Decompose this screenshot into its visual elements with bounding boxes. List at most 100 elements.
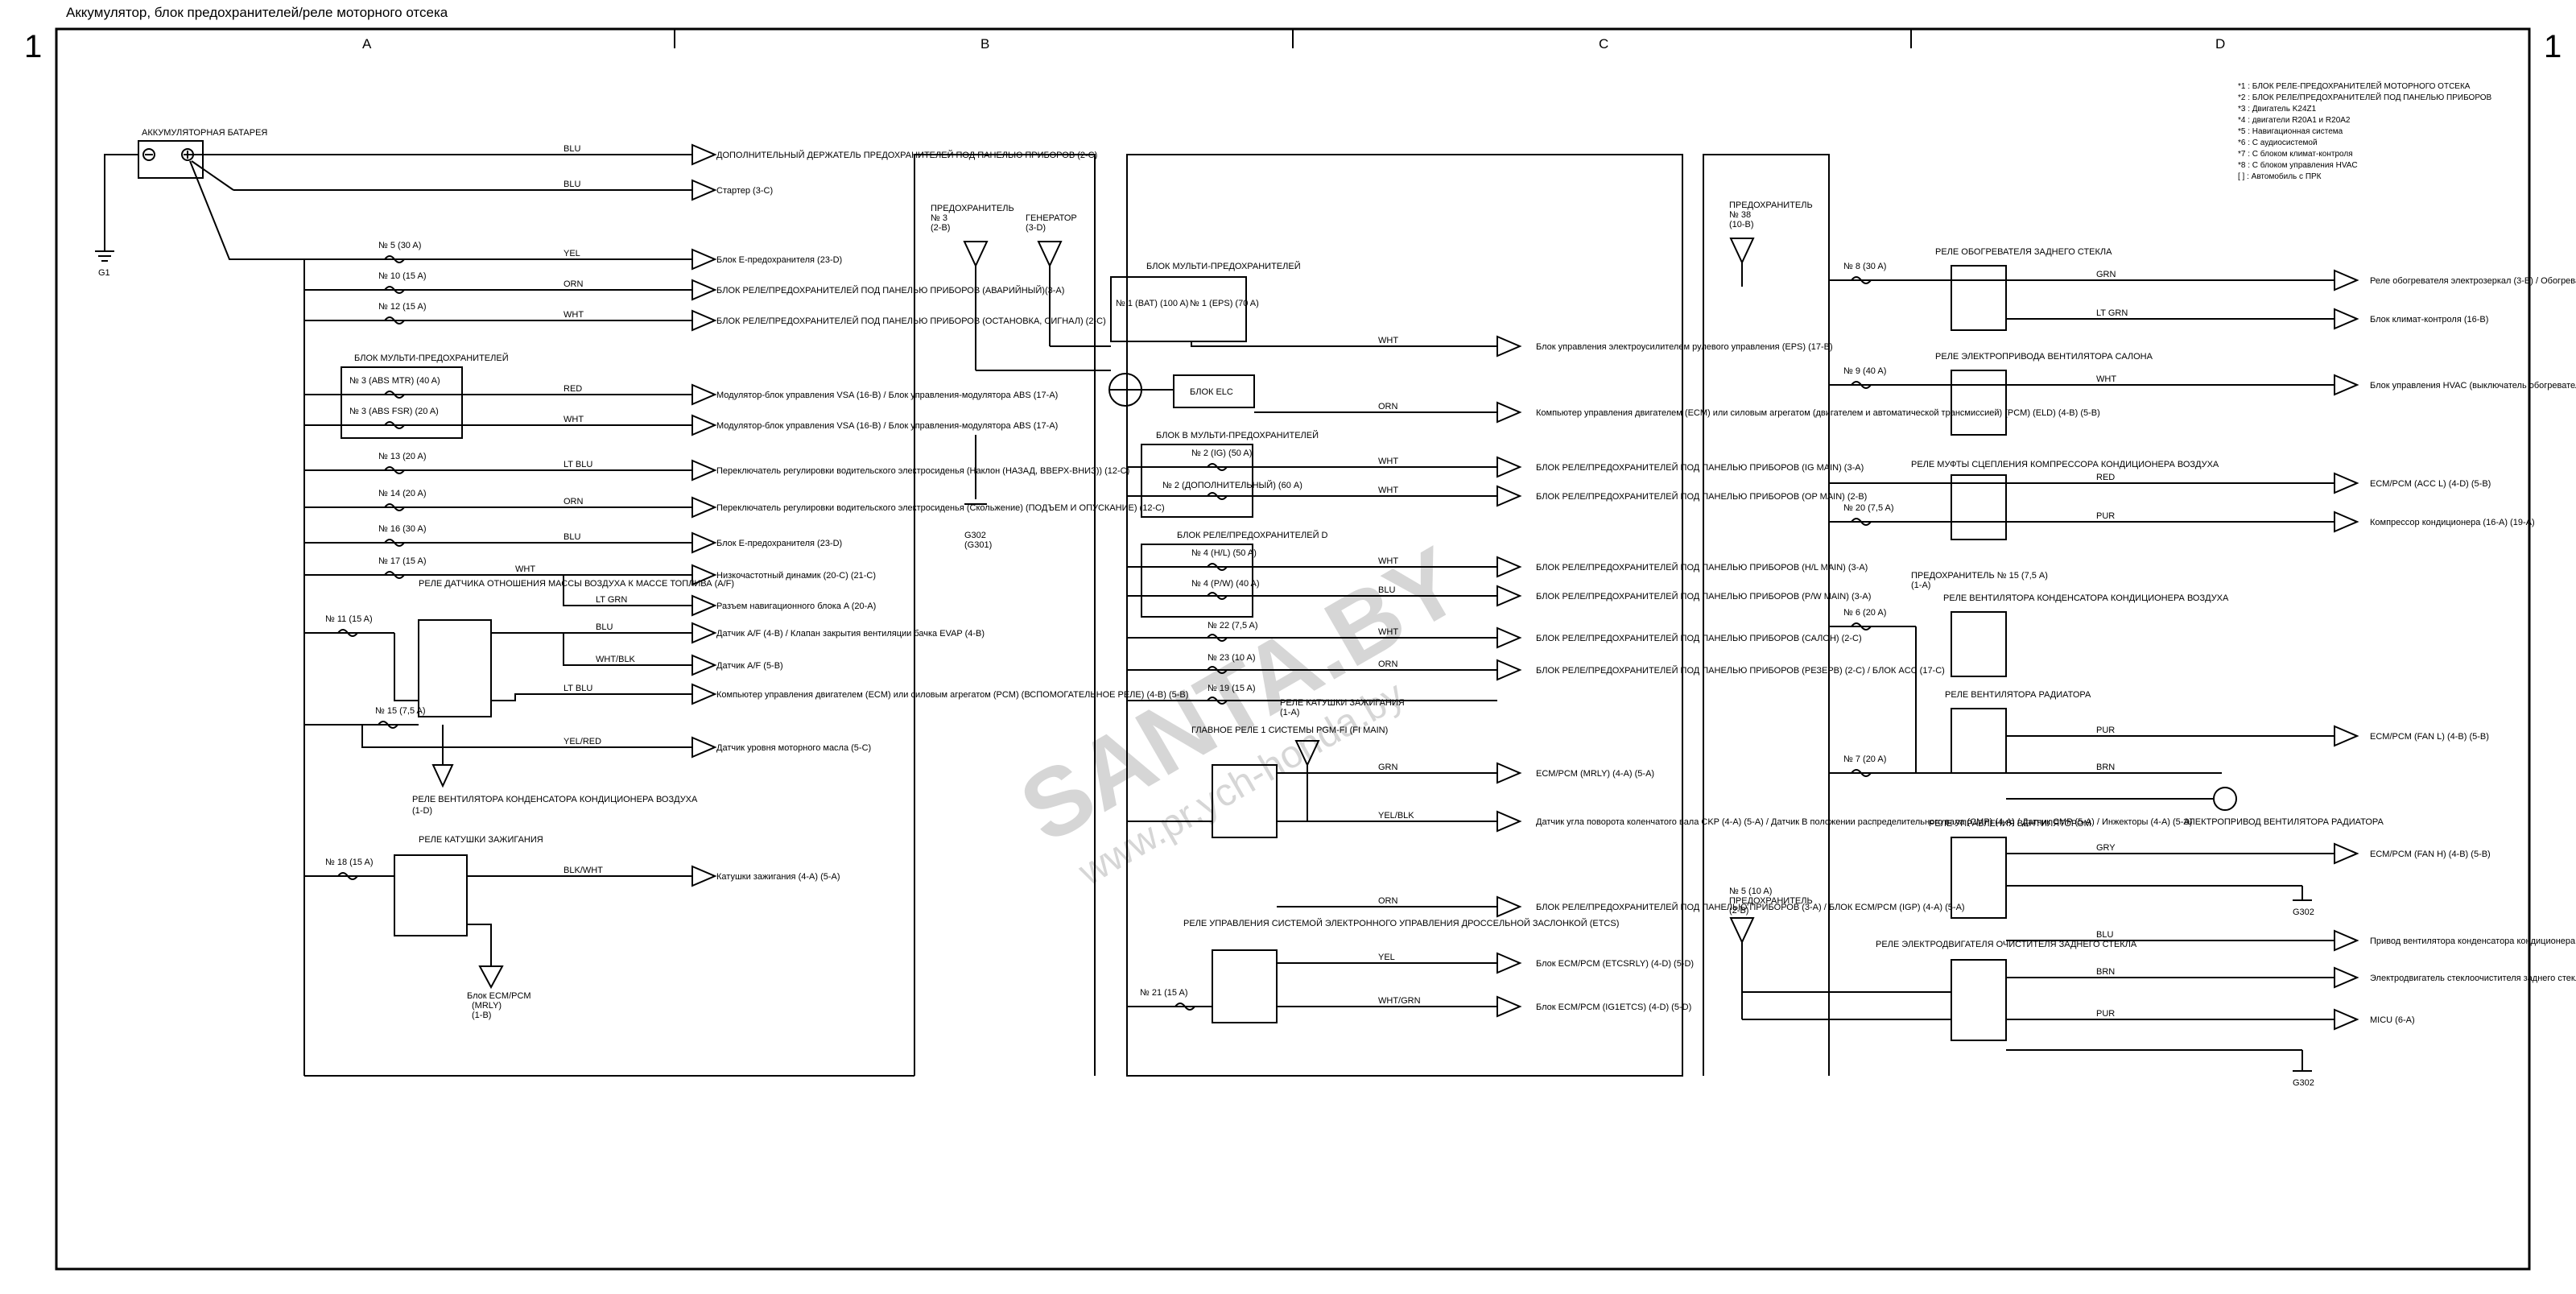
- note-1: *2 : БЛОК РЕЛЕ/ПРЕДОХРАНИТЕЛЕЙ ПОД ПАНЕЛ…: [2238, 92, 2492, 102]
- wire-d-3-label: ECM/PCM (ACC L) (4-D) (5-B): [2370, 479, 2491, 489]
- wire-a-3-color: ORN: [564, 279, 584, 289]
- wire-a-4-label: БЛОК РЕЛЕ/ПРЕДОХРАНИТЕЛЕЙ ПОД ПАНЕЛЬЮ ПР…: [716, 316, 1106, 326]
- wire-c-11-color: YEL: [1378, 953, 1395, 962]
- fuse3-label: ПРЕДОХРАНИТЕЛЬ: [931, 204, 1014, 213]
- fuse15-label: ПРЕДОХРАНИТЕЛЬ № 15 (7,5 A): [1911, 571, 2048, 581]
- ign-relay-label-a: РЕЛЕ КАТУШКИ ЗАЖИГАНИЯ: [419, 835, 543, 845]
- g1-label: G1: [98, 268, 110, 278]
- wire-d-9-label: Электродвигатель стеклоочистителя заднег…: [2370, 974, 2576, 983]
- wire-d-10-color: PUR: [2096, 1009, 2115, 1019]
- column-d: D: [2215, 36, 2225, 52]
- note-6: *7 : С блоком климат-контроля: [2238, 149, 2353, 159]
- wire-a-1-color: BLU: [564, 180, 580, 189]
- maf-relay-label: РЕЛЕ ДАТЧИКА ОТНОШЕНИЯ МАССЫ ВОЗДУХА К М…: [419, 579, 734, 589]
- wire-a-11-label: Разъем навигационного блока A (20-A): [716, 602, 876, 611]
- wire-d-4-label: Компрессор кондиционера (16-A) (19-A): [2370, 518, 2535, 527]
- fuse-c4b: № 4 (P/W) (40 A): [1191, 579, 1260, 589]
- g302-ref: (G301): [964, 540, 992, 550]
- multi-fuse-box-c: [1110, 276, 1247, 342]
- g302b-label: G302: [2293, 1078, 2314, 1088]
- wire-c-2-color: WHT: [1378, 457, 1398, 466]
- wire-d-8-color: BLU: [2096, 930, 2113, 940]
- fuse-f5: № 5 (30 A): [378, 241, 421, 250]
- wire-a-6-color: WHT: [564, 415, 584, 424]
- page-number-right: 1: [2544, 29, 2562, 64]
- fuse-c23: № 23 (10 A): [1208, 653, 1256, 663]
- fuse38-ref: (10-B): [1729, 220, 1754, 229]
- wire-c-7-color: ORN: [1378, 659, 1398, 669]
- wire-a-12-color: BLU: [596, 622, 613, 632]
- etcs-relay-label: РЕЛЕ УПРАВЛЕНИЯ СИСТЕМОЙ ЭЛЕКТРОННОГО УП…: [1183, 918, 1619, 928]
- g302-label-d: G302: [2293, 907, 2314, 917]
- wire-a-15-label: Датчик уровня моторного масла (5-C): [716, 743, 871, 753]
- wire-a-5-color: RED: [564, 384, 582, 394]
- wire-d-1-label: Блок климат-контроля (16-B): [2370, 315, 2488, 325]
- wire-d-0-color: GRN: [2096, 270, 2116, 279]
- cond-fan-relay-label: РЕЛЕ ВЕНТИЛЯТОРА КОНДЕНСАТОРА КОНДИЦИОНЕ…: [1943, 593, 2229, 603]
- note-5: *6 : С аудиосистемой: [2238, 138, 2318, 147]
- wire-c-6-color: WHT: [1378, 627, 1398, 637]
- battery-label: АККУМУЛЯТОРНАЯ БАТАРЕЯ: [142, 128, 267, 138]
- fuse-d20: № 20 (7,5 A): [1843, 503, 1894, 513]
- wire-d-2-label: Блок управления HVAC (выключатель обогре…: [2370, 381, 2576, 391]
- wire-c-1-label: Компьютер управления двигателем (ECM) ил…: [1536, 408, 2100, 418]
- fuse-f15: № 15 (7,5 A): [375, 706, 426, 716]
- fuse-f3b: № 3 (ABS FSR) (20 A): [349, 407, 439, 416]
- ign-relay-a: [394, 854, 468, 936]
- fuse-f12: № 12 (15 A): [378, 302, 427, 312]
- ecm-box-label-2: (MRLY): [472, 1001, 502, 1011]
- multi-fuse-label-c: БЛОК МУЛЬТИ-ПРЕДОХРАНИТЕЛЕЙ: [1146, 261, 1301, 271]
- multi-fuse-b-label: БЛОК В МУЛЬТИ-ПРЕДОХРАНИТЕЛЕЙ: [1156, 430, 1319, 440]
- fuse-c2b: № 2 (ДОПОЛНИТЕЛЬНЫЙ) (60 A): [1162, 480, 1302, 490]
- elc-label: БЛОК ELC: [1190, 387, 1233, 397]
- rear-defrost-relay-label: РЕЛЕ ОБОГРЕВАТЕЛЯ ЗАДНЕГО СТЕКЛА: [1935, 247, 2112, 257]
- wires-c-labels: WHT Блок управления электроусилителем ру…: [1378, 336, 2192, 1012]
- wire-d-10-label: MICU (6-A): [2370, 1015, 2415, 1025]
- elc-box: [1173, 374, 1255, 408]
- wire-a-8-color: ORN: [564, 497, 584, 506]
- fuse-a-top: № 1 (BAT) (100 A): [1116, 299, 1188, 308]
- ac-fan-relay-label: РЕЛЕ ВЕНТИЛЯТОРА КОНДЕНСАТОРА КОНДИЦИОНЕ…: [412, 795, 698, 804]
- blower-relay-label: РЕЛЕ ЭЛЕКТРОПРИВОДА ВЕНТИЛЯТОРА САЛОНА: [1935, 352, 2153, 362]
- wire-a-8-label: Переключатель регулировки водительского …: [716, 503, 1165, 513]
- fuse-f16: № 16 (30 A): [378, 524, 427, 534]
- rad-fan-relay: [1951, 708, 2007, 774]
- multi-fuse-d-label: БЛОК РЕЛЕ/ПРЕДОХРАНИТЕЛЕЙ D: [1177, 530, 1328, 540]
- multi-fuse-label-a: БЛОК МУЛЬТИ-ПРЕДОХРАНИТЕЛЕЙ: [354, 353, 509, 363]
- section-a: [95, 140, 1096, 1077]
- wire-a-16-label: Катушки зажигания (4-A) (5-A): [716, 872, 840, 882]
- fuse-f11: № 11 (15 A): [325, 614, 373, 624]
- fuse3-no: № 3: [931, 213, 947, 223]
- note-8: [ ] : Автомобиль с ПРК: [2238, 172, 2322, 181]
- wire-a-2-label: Блок E-предохранителя (23-D): [716, 255, 842, 265]
- ign-coil-relay-ref: (1-A): [1280, 708, 1299, 717]
- note-7: *8 : С блоком управления HVAC: [2238, 160, 2358, 170]
- wire-c-7-label: БЛОК РЕЛЕ/ПРЕДОХРАНИТЕЛЕЙ ПОД ПАНЕЛЬЮ ПР…: [1536, 665, 1945, 676]
- fuse5-ref: (2-B): [1729, 906, 1748, 916]
- note-2: *3 : Двигатель K24Z1: [2238, 105, 2317, 114]
- wire-c-3-color: WHT: [1378, 486, 1398, 495]
- ign-coil-relay-label: РЕЛЕ КАТУШКИ ЗАЖИГАНИЯ: [1280, 698, 1405, 708]
- wiper-relay-label: РЕЛЕ ЭЛЕКТРОДВИГАТЕЛЯ ОЧИСТИТЕЛЯ ЗАДНЕГО…: [1876, 940, 2137, 949]
- fuse-f3a: № 3 (ABS MTR) (40 A): [349, 376, 440, 386]
- wire-a-16-color: BLK/WHT: [564, 866, 603, 875]
- rad-fan-relay-label: РЕЛЕ ВЕНТИЛЯТОРА РАДИАТОРА: [1945, 690, 2091, 700]
- wire-c-12-label: Блок ECM/PCM (IG1ETCS) (4-D) (5-D): [1536, 1003, 1691, 1012]
- fuse5-no: № 5 (10 A): [1729, 887, 1772, 896]
- section-a-labels: АККУМУЛЯТОРНАЯ БАТАРЕЯ G1 № 5 (30 A) № 1…: [98, 128, 734, 1020]
- cond-fan-relay: [1951, 611, 2007, 677]
- fuse-f10: № 10 (15 A): [378, 271, 427, 281]
- wire-c-0-color: WHT: [1378, 336, 1398, 345]
- blower-relay: [1951, 370, 2007, 436]
- wire-c-10-label: БЛОК РЕЛЕ/ПРЕДОХРАНИТЕЛЕЙ ПОД ПАНЕЛЬЮ ПР…: [1536, 902, 1965, 912]
- wire-a-14-color: LT BLU: [564, 684, 592, 693]
- wire-c-8-label: ECM/PCM (MRLY) (4-A) (5-A): [1536, 769, 1654, 779]
- wire-a-9-color: BLU: [564, 532, 580, 542]
- wire-a-13-color: WHT/BLK: [596, 655, 636, 664]
- fan-ctrl-relay: [1951, 837, 2007, 919]
- wire-d-7-label: ECM/PCM (FAN H) (4-B) (5-B): [2370, 850, 2491, 859]
- wire-a-3-label: БЛОК РЕЛЕ/ПРЕДОХРАНИТЕЛЕЙ ПОД ПАНЕЛЬЮ ПР…: [716, 285, 1064, 296]
- wire-a-0-label: ДОПОЛНИТЕЛЬНЫЙ ДЕРЖАТЕЛЬ ПРЕДОХРАНИТЕЛЕЙ…: [716, 150, 1097, 160]
- section-d-labels: ПРЕДОХРАНИТЕЛЬ № 38 (10-B) № 8 (30 A) РЕ…: [1729, 201, 2384, 1088]
- multi-fuse-box-a: [341, 366, 463, 439]
